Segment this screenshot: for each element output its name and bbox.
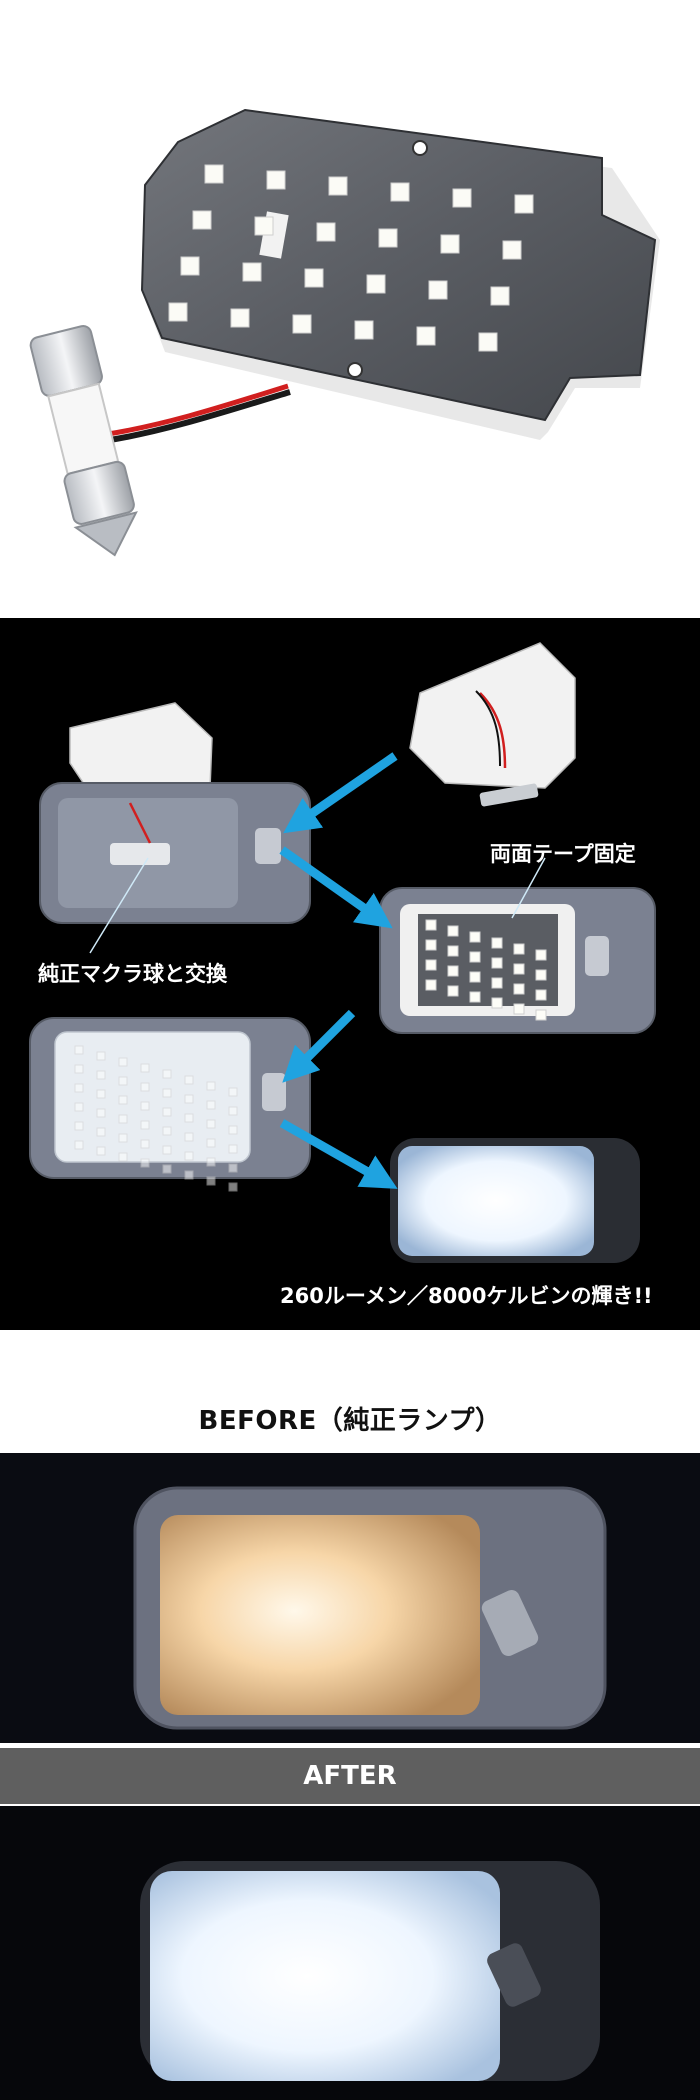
covered-housing: [29, 1017, 311, 1192]
label-replace: 純正マクラ球と交換: [38, 962, 227, 986]
installation-steps-panel: 両面テープ固定 純正マクラ球と交換 260ルーメン／8000ケルビンの輝き!!: [0, 618, 700, 1330]
label-tape: 両面テープ固定: [490, 842, 636, 866]
lit-lamp: [390, 1138, 640, 1263]
festoon-bulb: [29, 325, 138, 557]
led-chip-grid: [168, 164, 534, 352]
led-pcb-board: [140, 108, 657, 422]
after-heading: AFTER: [0, 1748, 700, 1804]
arrow-to-lit: [279, 1119, 398, 1189]
arrow-board-to-housing: [283, 752, 398, 834]
after-lamp-photo: [0, 1806, 700, 2100]
before-heading: BEFORE（純正ランプ）: [198, 1406, 502, 1436]
product-photo: [0, 0, 700, 575]
led-fitted-housing: [379, 887, 656, 1034]
label-output: 260ルーメン／8000ケルビンの輝き!!: [280, 1284, 653, 1308]
stock-lamp-housing: [39, 702, 311, 924]
before-lamp-photo: [0, 1453, 700, 1743]
arrow-to-fitted: [279, 846, 393, 929]
floating-led-board: [409, 642, 576, 807]
arrow-to-covered: [282, 1009, 356, 1083]
